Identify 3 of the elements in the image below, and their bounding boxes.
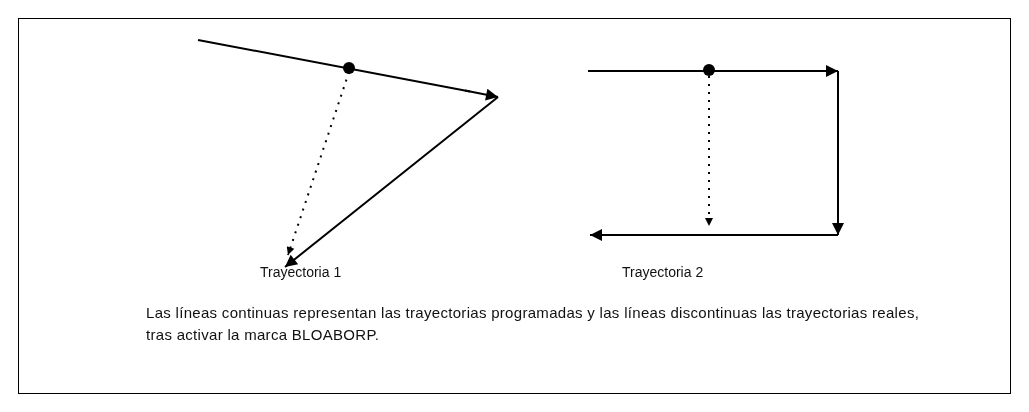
trajectory-label: Trayectoria 1: [260, 264, 342, 280]
trajectory-label: Trayectoria 2: [622, 264, 704, 280]
caption: Las líneas continuas representan las trayectorias programadas y las líneas discontinuas las trayectorias reales, tras activar la marca BLOABORP.: [146, 303, 921, 345]
